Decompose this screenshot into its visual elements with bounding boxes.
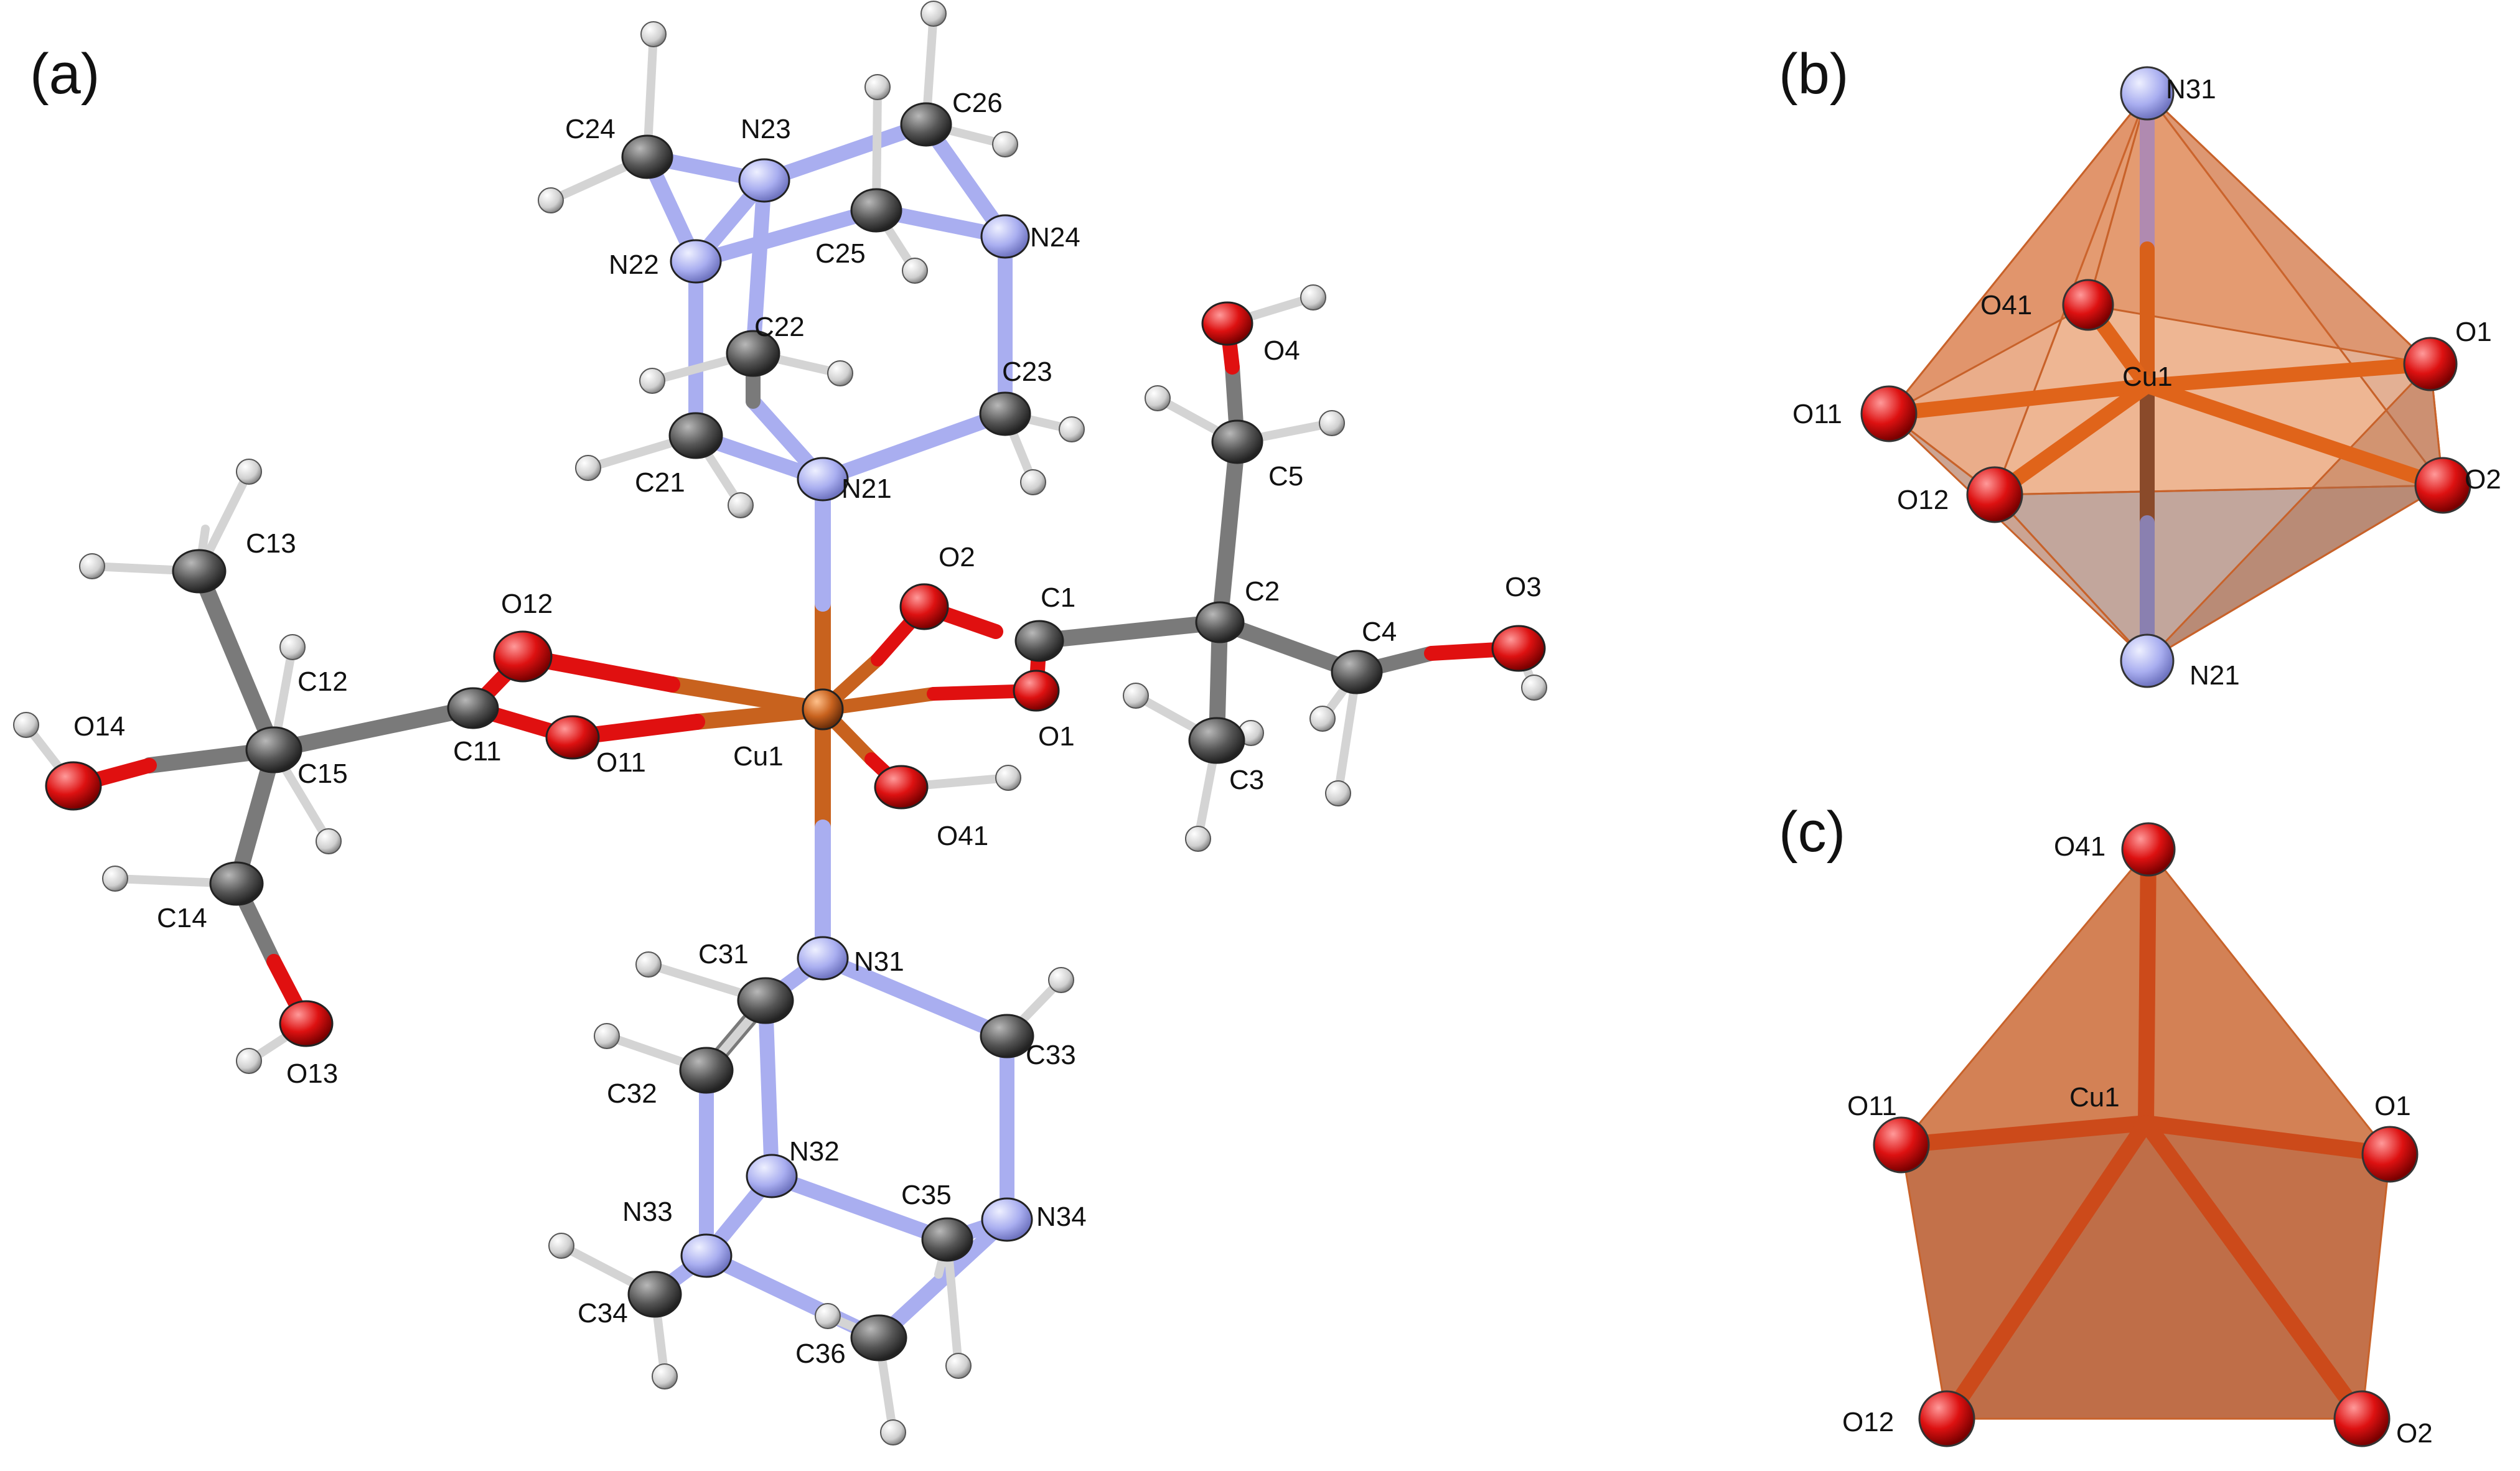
bonds-b [1881,86,2450,668]
panel-c-label: (c) [1779,800,1845,864]
label-b-N21: N21 [2190,660,2240,691]
label-b-O2: O2 [2465,464,2501,495]
label-b-O12: O12 [1897,485,1949,515]
label-c-O2: O2 [2396,1418,2433,1449]
label-C11: C11 [453,736,501,767]
label-C34: C34 [578,1298,628,1329]
label-N24: N24 [1030,222,1080,253]
label-O14: O14 [73,711,125,742]
label-C3: C3 [1229,765,1264,795]
label-C4: C4 [1362,617,1397,647]
label-C14: C14 [157,903,207,933]
label-N22: N22 [609,250,659,280]
label-N31: N31 [854,946,904,977]
label-Cu1: Cu1 [733,741,784,772]
hydrogens-a [13,1,1547,1445]
label-b-O41: O41 [1980,290,2032,320]
label-C25: C25 [815,238,866,269]
label-c-O11: O11 [1847,1091,1897,1121]
label-C12: C12 [297,666,348,697]
panel-b: (b) [1779,42,2501,691]
label-C2: C2 [1245,576,1280,607]
label-C33: C33 [1026,1040,1076,1070]
label-O12: O12 [501,589,553,619]
labels-b: N31 O41 O1 O11 Cu1 O2 O12 N21 [1792,74,2501,691]
label-C15: C15 [297,759,348,789]
panel-c: (c) O41 O11 Cu1 O1 O12 [1779,800,2433,1449]
label-c-O12: O12 [1842,1407,1894,1437]
label-C21: C21 [635,467,685,498]
atoms-b [1860,66,2471,688]
label-N21: N21 [841,474,892,504]
label-O41: O41 [937,821,988,851]
atoms-a [45,102,1546,1361]
label-b-O11: O11 [1792,399,1842,429]
label-C22: C22 [754,312,805,342]
label-C36: C36 [795,1338,846,1369]
label-N23: N23 [741,114,791,144]
label-b-Cu1: Cu1 [2122,362,2173,392]
label-C31: C31 [698,939,749,969]
bonds-a [22,9,1539,1437]
panel-a: (a) [13,1,1547,1445]
label-C13: C13 [246,528,296,559]
label-C23: C23 [1002,357,1052,387]
label-C35: C35 [901,1180,952,1210]
label-c-O41: O41 [2054,831,2105,862]
label-C5: C5 [1268,461,1303,492]
label-C24: C24 [565,114,616,144]
labels-c: O41 O11 Cu1 O1 O12 O2 [1842,831,2433,1449]
panel-b-label: (b) [1779,42,1848,106]
label-N34: N34 [1036,1202,1087,1232]
labels-a: C24 N23 C26 N22 C25 N24 C22 C23 C21 N21 … [73,88,1542,1369]
panel-a-label: (a) [30,42,100,106]
label-C32: C32 [607,1078,657,1109]
label-O4: O4 [1263,335,1300,366]
label-O13: O13 [286,1058,338,1089]
label-N32: N32 [789,1136,840,1167]
label-O2: O2 [939,542,975,572]
label-C1: C1 [1041,582,1075,613]
label-N33: N33 [622,1197,673,1227]
label-C26: C26 [952,88,1003,118]
label-O11: O11 [596,747,646,778]
label-O3: O3 [1505,572,1542,602]
label-c-O1: O1 [2374,1091,2411,1121]
atoms-c [1873,822,2419,1447]
label-c-Cu1: Cu1 [2069,1082,2120,1113]
label-O1: O1 [1038,721,1075,752]
label-b-O1: O1 [2455,317,2492,347]
label-b-N31: N31 [2166,74,2216,105]
bonds-c [1893,841,2398,1427]
